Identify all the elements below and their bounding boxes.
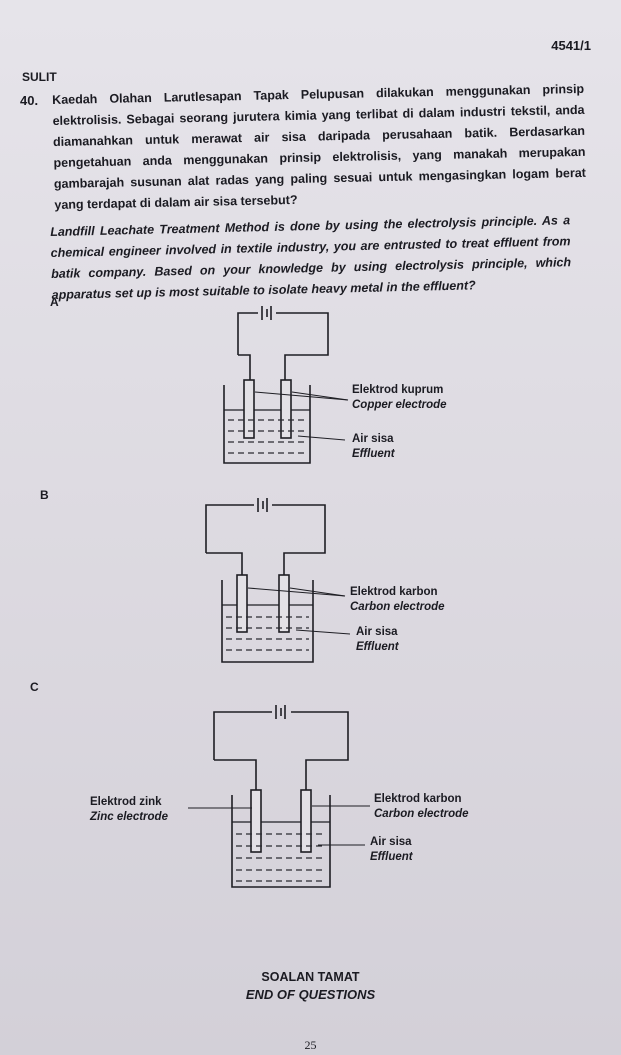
option-a-electrode-malay: Elektrod kuprum — [352, 384, 444, 396]
option-c-zinc-label: Elektrod zink Zinc electrode — [90, 795, 168, 825]
option-b-electrode-english: Carbon electrode — [350, 601, 445, 613]
option-a-solution-label: Air sisa Effluent — [352, 432, 395, 462]
classification-label: SULIT — [22, 70, 57, 84]
option-b-solution-english: Effluent — [356, 641, 399, 653]
option-c-zinc-english: Zinc electrode — [90, 811, 168, 823]
option-c-zinc-malay: Elektrod zink — [90, 796, 162, 808]
option-b-letter[interactable]: B — [40, 488, 49, 502]
option-c-solution-english: Effluent — [370, 851, 413, 863]
option-c-electrode-english: Carbon electrode — [374, 808, 469, 820]
option-b-solution-malay: Air sisa — [356, 626, 398, 638]
option-c-electrode-label: Elektrod karbon Carbon electrode — [374, 792, 469, 822]
paper-code: 4541/1 — [551, 38, 591, 53]
end-text-malay: SOALAN TAMAT — [261, 970, 360, 984]
option-c-electrode-malay: Elektrod karbon — [374, 793, 462, 805]
option-a-letter[interactable]: A — [50, 295, 59, 309]
option-b-electrode-malay: Elektrod karbon — [350, 586, 438, 598]
option-c-letter[interactable]: C — [30, 680, 39, 694]
option-a-electrode-english: Copper electrode — [352, 399, 447, 411]
end-text-english: END OF QUESTIONS — [245, 987, 376, 1002]
option-c-solution-label: Air sisa Effluent — [370, 835, 413, 865]
option-a-electrode-label: Elektrod kuprum Copper electrode — [352, 383, 447, 413]
option-b-electrode-label: Elektrod karbon Carbon electrode — [350, 585, 445, 615]
page-number: 25 — [304, 1038, 317, 1052]
option-a-solution-malay: Air sisa — [352, 433, 394, 445]
option-b-solution-label: Air sisa Effluent — [356, 625, 399, 655]
question-number: 40. — [20, 93, 39, 108]
option-c-solution-malay: Air sisa — [370, 836, 412, 848]
option-a-solution-english: Effluent — [352, 448, 395, 460]
